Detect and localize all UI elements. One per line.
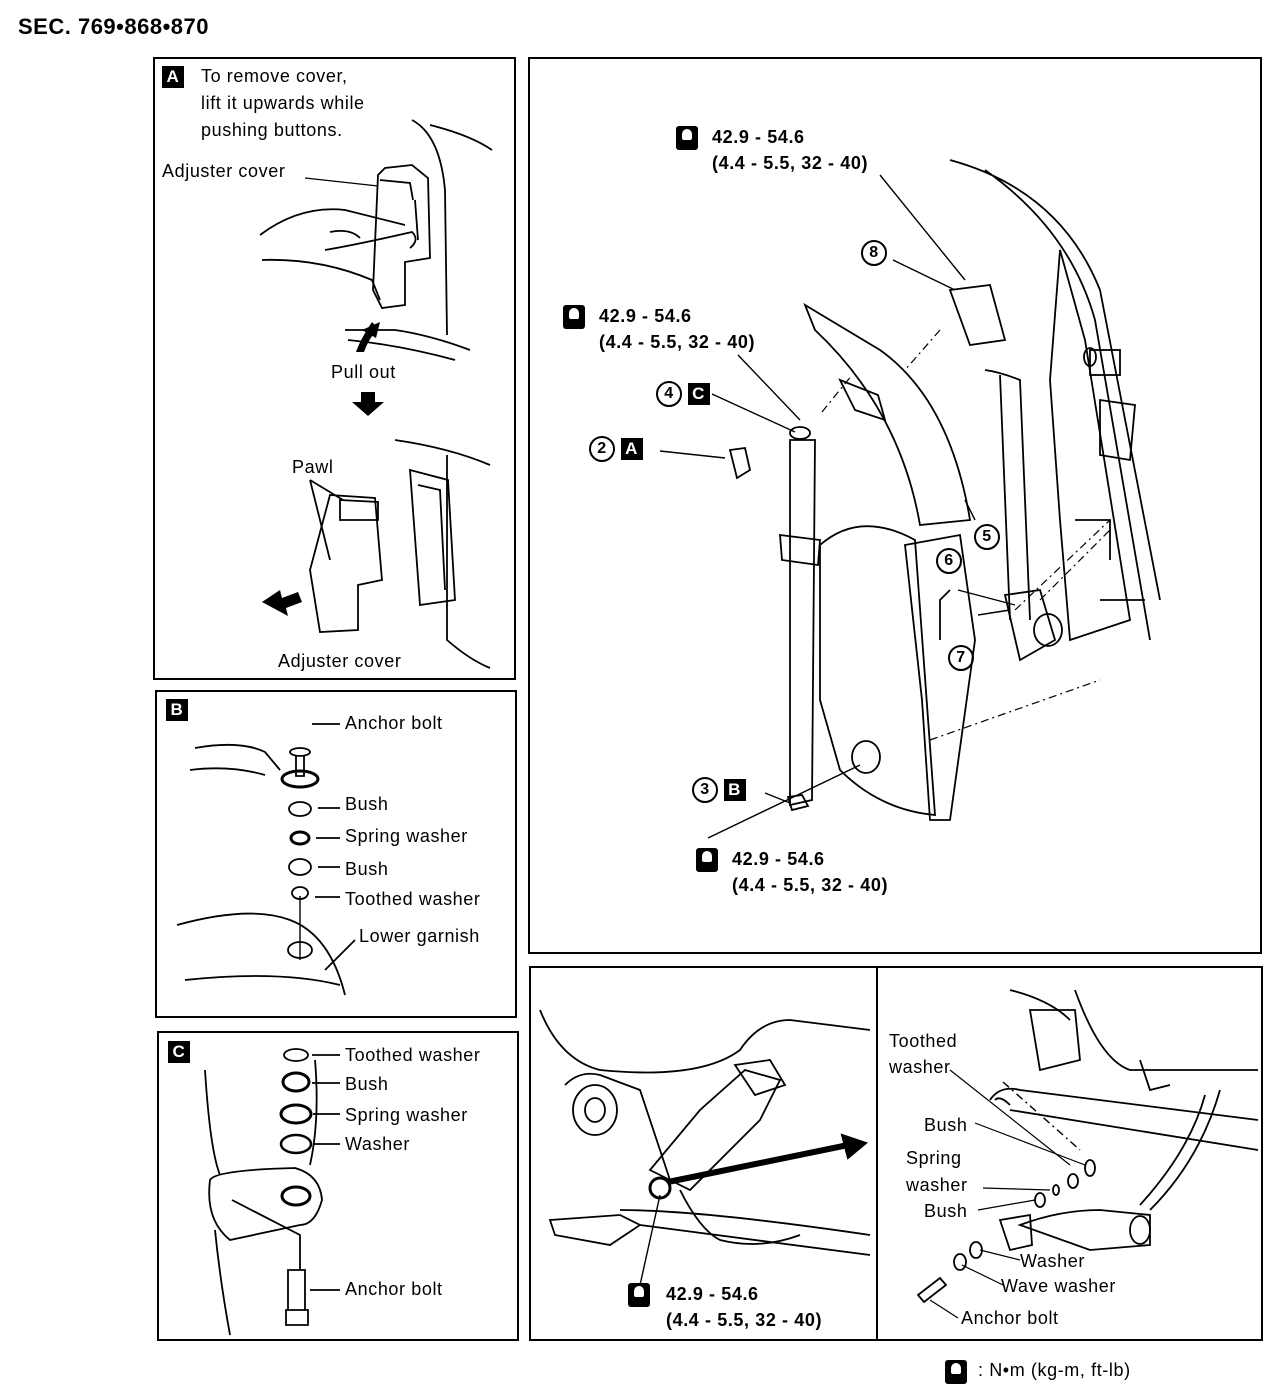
adjuster-cover-label-bottom: Adjuster cover (278, 651, 402, 671)
anchor-bolt-label: Anchor bolt (345, 713, 443, 733)
panel-a (153, 57, 516, 680)
part-8-callout: 8 (861, 240, 887, 266)
bush-label: Bush (345, 794, 389, 814)
lower-garnish-label: Lower garnish (359, 926, 480, 946)
torque-conversion: (4.4 - 5.5, 32 - 40) (599, 332, 756, 352)
panel-c-badge: C (168, 1041, 190, 1064)
spring-washer-label: Spring (906, 1148, 962, 1168)
torque-unit-legend: : N•m (kg-m, ft-lb) (978, 1360, 1131, 1380)
buckle-illustration (539, 1009, 871, 1286)
part-6-callout: 6 (936, 548, 962, 574)
instruction-line-1: To remove cover, (201, 66, 348, 86)
panel-bottom (529, 966, 1263, 1341)
instruction-line-2: lift it upwards while (201, 93, 365, 113)
part-5-callout: 5 (974, 524, 1000, 550)
torque-conversion: (4.4 - 5.5, 32 - 40) (666, 1310, 823, 1330)
toothed-washer-label: Toothed washer (345, 1045, 481, 1065)
spring-washer-label: Spring washer (345, 1105, 468, 1125)
torque-wrench-icon (945, 1360, 967, 1384)
panel-b-illustration (176, 723, 356, 996)
panel-b (155, 690, 517, 1018)
torque-value: 42.9 - 54.6 (732, 849, 825, 869)
panel-c-illustration (204, 1048, 340, 1336)
anchor-bolt-label: Anchor bolt (961, 1308, 1059, 1328)
washer-label: Washer (1020, 1251, 1085, 1271)
buckle-anchor-illustration (916, 989, 1259, 1319)
seat-belt-assembly-illustration (659, 159, 1161, 839)
toothed-washer-label: Toothed washer (345, 889, 481, 909)
instruction-line-3: pushing buttons. (201, 120, 343, 140)
panel-a-badge: A (162, 66, 184, 89)
bush-label: Bush (345, 1074, 389, 1094)
bush-label: Bush (924, 1115, 968, 1135)
wave-washer-label: Wave washer (1001, 1276, 1116, 1296)
torque-conversion: (4.4 - 5.5, 32 - 40) (712, 153, 869, 173)
panel-b-badge: B (166, 699, 188, 722)
torque-wrench-icon (696, 848, 718, 872)
toothed-washer-label: washer (889, 1057, 951, 1077)
torque-wrench-icon (628, 1283, 650, 1307)
torque-conversion: (4.4 - 5.5, 32 - 40) (732, 875, 889, 895)
section-number: SEC. 769•868•870 (18, 14, 209, 39)
bush-label: Bush (924, 1201, 968, 1221)
panel-main (528, 57, 1262, 954)
torque-value: 42.9 - 54.6 (666, 1284, 759, 1304)
torque-wrench-icon (563, 305, 585, 329)
pawl-label: Pawl (292, 457, 334, 477)
part-2-callout: 2 A (589, 436, 643, 462)
part-7-callout: 7 (948, 645, 974, 671)
part-3-callout: 3 B (692, 777, 746, 803)
adjuster-cover-illustration (259, 119, 493, 669)
pull-out-label: Pull out (331, 362, 396, 382)
toothed-washer-label: Toothed (889, 1031, 958, 1051)
part-4-callout: 4 C (656, 381, 710, 407)
torque-wrench-icon (676, 126, 698, 150)
torque-value: 42.9 - 54.6 (599, 306, 692, 326)
spring-washer-label: washer (906, 1175, 968, 1195)
washer-label: Washer (345, 1134, 410, 1154)
torque-value: 42.9 - 54.6 (712, 127, 805, 147)
anchor-bolt-label: Anchor bolt (345, 1279, 443, 1299)
spring-washer-label: Spring washer (345, 826, 468, 846)
bush-label: Bush (345, 859, 389, 879)
adjuster-cover-label-top: Adjuster cover (162, 161, 286, 181)
